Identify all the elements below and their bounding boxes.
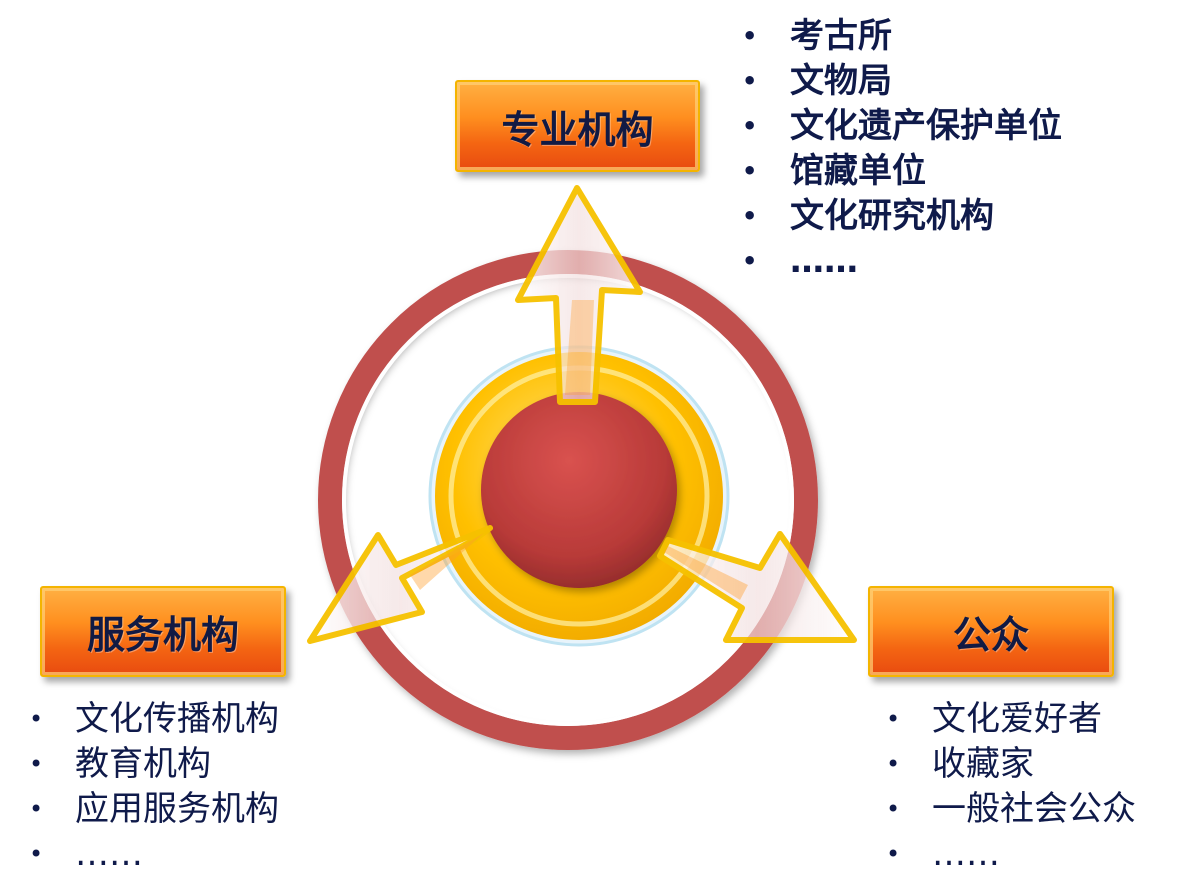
professional-institutions-label: 专业机构 bbox=[501, 107, 654, 152]
list-item: 文化爱好者 bbox=[886, 697, 1136, 742]
service-institutions-list: 文化传播机构 教育机构 应用服务机构 …… bbox=[29, 697, 279, 877]
list-item: 文化传播机构 bbox=[29, 697, 279, 742]
professional-institutions-list: 考古所 文物局 文化遗产保护单位 馆藏单位 文化研究机构 …… bbox=[742, 14, 1062, 284]
service-institutions-label: 服务机构 bbox=[86, 613, 239, 657]
service-institutions-box: 服务机构 bbox=[40, 586, 286, 677]
arrow-right bbox=[657, 531, 857, 643]
professional-institutions-box: 专业机构 bbox=[455, 80, 700, 172]
list-item: 收藏家 bbox=[886, 742, 1136, 787]
public-label: 公众 bbox=[952, 613, 1029, 657]
list-item: 应用服务机构 bbox=[29, 787, 279, 832]
list-item: 教育机构 bbox=[29, 742, 279, 787]
public-list: 文化爱好者 收藏家 一般社会公众 …… bbox=[886, 697, 1136, 877]
list-item: 文物局 bbox=[742, 59, 1062, 104]
list-item: 考古所 bbox=[742, 14, 1062, 59]
list-item: …… bbox=[742, 239, 1062, 284]
list-item: 文化遗产保护单位 bbox=[742, 104, 1062, 149]
list-item: 馆藏单位 bbox=[742, 149, 1062, 194]
arrow-left bbox=[307, 525, 493, 644]
list-item: …… bbox=[29, 832, 279, 877]
center-circle bbox=[481, 392, 677, 588]
public-box: 公众 bbox=[868, 586, 1114, 677]
list-item: 文化研究机构 bbox=[742, 194, 1062, 239]
arrow-up bbox=[515, 185, 643, 405]
list-item: 一般社会公众 bbox=[886, 787, 1136, 832]
list-item: …… bbox=[886, 832, 1136, 877]
